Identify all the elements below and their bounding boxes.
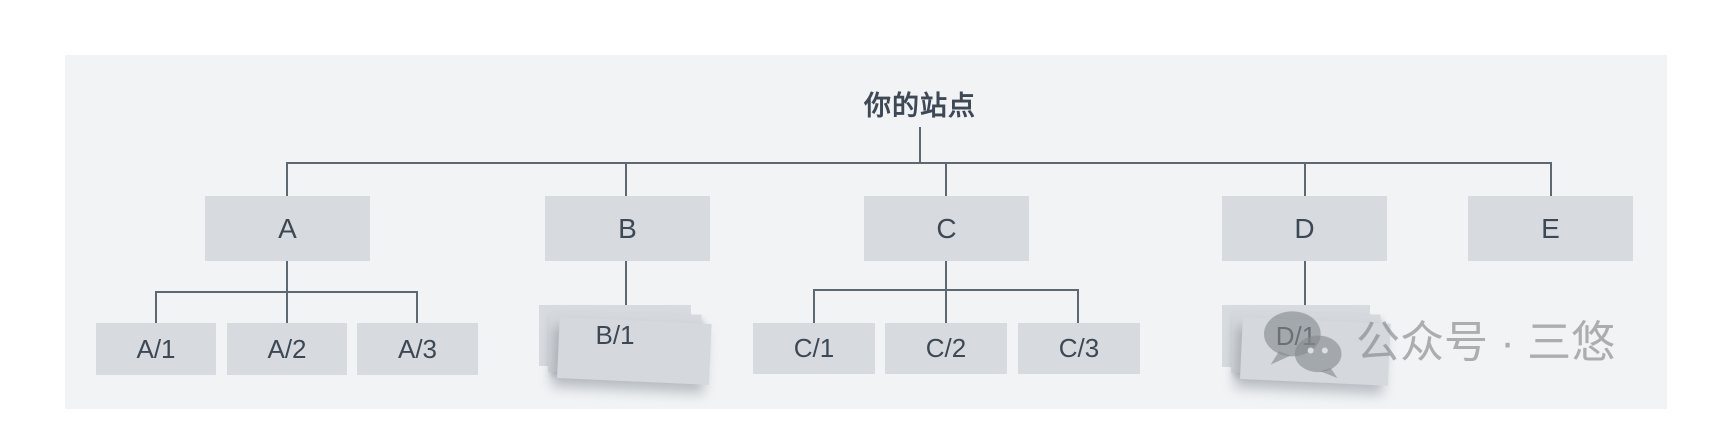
connector-c-horizontal [813, 289, 1079, 291]
connector-a-horizontal [155, 291, 418, 293]
node-c2-label: C/2 [925, 333, 967, 363]
connector-elbow-a [286, 162, 288, 198]
connector-elbow-e [1550, 162, 1552, 198]
connector-c-down [945, 259, 947, 324]
node-a1: A/1 [96, 323, 216, 375]
node-c-label: C [936, 212, 957, 244]
connector-elbow-d [1304, 162, 1306, 198]
connector-d-stub [1304, 260, 1306, 306]
node-b-label: B [618, 212, 637, 244]
connector-c3-stub [1077, 289, 1079, 324]
connector-a3-stub [416, 291, 418, 324]
node-c2: C/2 [885, 323, 1007, 374]
node-c3: C/3 [1018, 323, 1140, 374]
connector-elbow-c [945, 162, 947, 198]
wechat-chat-bubbles-icon [1262, 308, 1346, 378]
node-b1-label: B/1 [595, 320, 635, 350]
connector-a1-stub [155, 291, 157, 324]
connector-distributor [286, 162, 1552, 164]
node-c3-label: C/3 [1058, 333, 1100, 363]
node-d-label: D [1294, 212, 1315, 244]
connector-root-stub [919, 127, 921, 164]
node-c: C [864, 196, 1029, 261]
node-e: E [1468, 196, 1633, 261]
watermark-text: 公众号 · 三悠 [1356, 318, 1616, 367]
node-a1-label: A/1 [136, 333, 176, 364]
node-c1: C/1 [753, 323, 875, 374]
root-node-label: 你的站点 [864, 91, 976, 121]
node-a2: A/2 [227, 323, 347, 375]
node-a-label: A [278, 212, 297, 244]
node-b: B [545, 196, 710, 261]
connector-b-stub [625, 260, 627, 306]
node-e-label: E [1541, 212, 1560, 244]
node-a3-label: A/3 [397, 333, 438, 364]
watermark: 公众号 · 三悠 [1262, 308, 1616, 378]
node-a2-label: A/2 [267, 333, 307, 364]
connector-c1-stub [813, 289, 815, 324]
node-c1-label: C/1 [793, 333, 835, 363]
connector-elbow-b [625, 162, 627, 198]
node-d: D [1222, 196, 1387, 261]
node-b1-stacked-pages: B/1 [539, 305, 691, 366]
node-a: A [205, 196, 370, 261]
node-a3: A/3 [357, 323, 478, 375]
